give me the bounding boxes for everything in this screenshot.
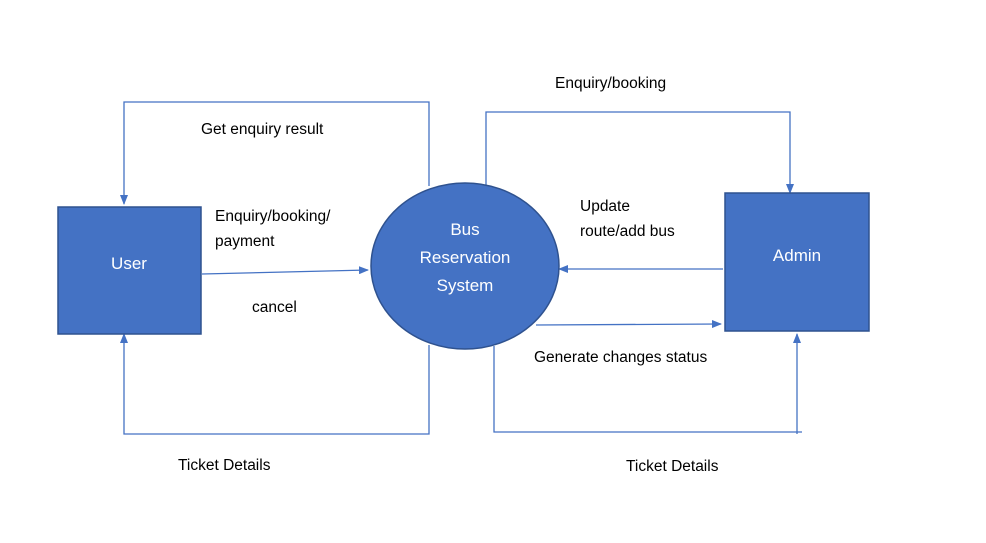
enquiry-booking-admin-label: Enquiry/booking (555, 75, 666, 92)
get-enquiry-result-label: Get enquiry result (201, 121, 324, 138)
cancel-label: cancel (252, 299, 297, 316)
system-to-admin-arrow (535, 320, 722, 329)
enquiry-booking-admin-arrow (485, 111, 794, 194)
user-request-label-line-2: payment (215, 233, 275, 250)
get-enquiry-result-arrow (120, 101, 430, 205)
ticket-details-user-label: Ticket Details (178, 457, 271, 474)
system-label-line-3: System (437, 276, 494, 295)
admin-node-label: Admin (773, 246, 821, 265)
system-label-line-1: Bus (450, 220, 479, 239)
user-to-system-arrow (201, 266, 369, 275)
user-node (57, 206, 202, 335)
update-label-line-1: Update (580, 198, 630, 215)
update-label-line-2: route/add bus (580, 223, 675, 240)
ticket-details-user-arrow (120, 333, 430, 435)
generate-changes-status-label: Generate changes status (534, 349, 707, 366)
system-label-line-2: Reservation (420, 248, 511, 267)
user-node-label: User (111, 254, 147, 273)
ticket-details-admin-label: Ticket Details (626, 458, 719, 475)
user-request-label-line-1: Enquiry/booking/ (215, 208, 331, 225)
admin-node (724, 192, 870, 332)
bus-reservation-system-node (370, 182, 560, 350)
ticket-details-admin-arrow (493, 346, 802, 433)
